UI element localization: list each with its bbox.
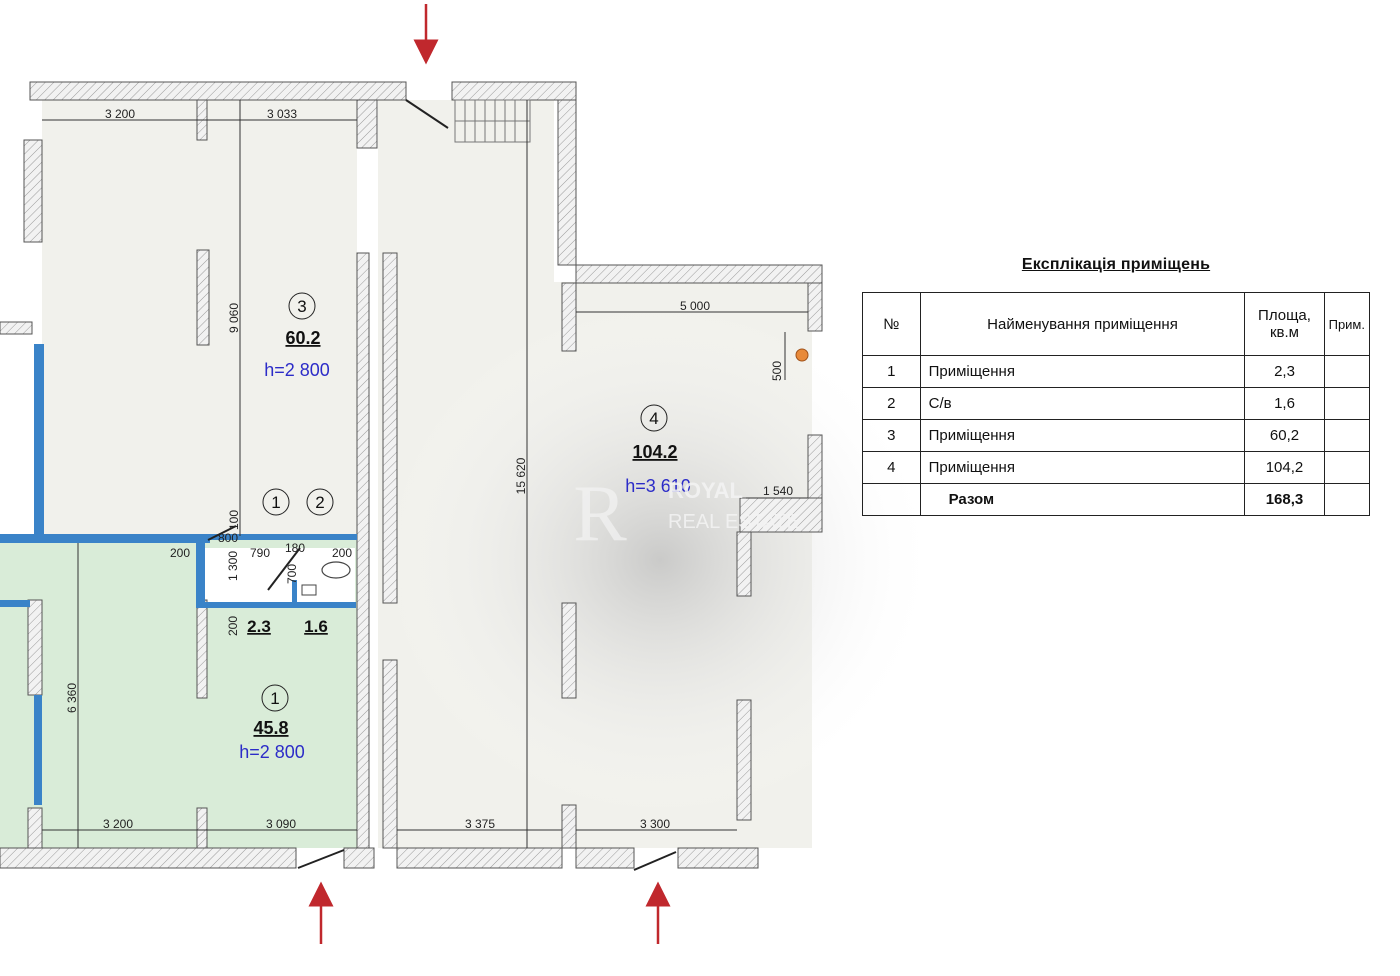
row-note — [1323, 387, 1371, 420]
dim-wc-b: 790 — [250, 546, 270, 560]
total-row: Разом 168,3 — [862, 483, 1371, 516]
entrance-arrows — [308, 4, 671, 944]
row-name: Приміщення — [919, 419, 1246, 452]
dim-wc-i: 100 — [227, 510, 241, 530]
center-shading — [380, 300, 940, 820]
room-4-marker — [640, 404, 668, 432]
explication-panel: Експлікація приміщень № Найменування при… — [862, 256, 1371, 516]
dim-room4-width: 5 000 — [680, 299, 710, 313]
header-name: Найменування приміщення — [919, 292, 1246, 356]
table-row: 4 Приміщення 104,2 — [862, 451, 1371, 484]
dim-bottom-mid: 3 090 — [266, 817, 296, 831]
watermark-line1: ROYAL — [668, 478, 743, 503]
table-row: 2 С/в 1,6 — [862, 387, 1371, 420]
walls — [0, 81, 823, 869]
row-area: 104,2 — [1244, 451, 1325, 484]
total-label: Разом — [919, 483, 1246, 516]
stairs — [454, 99, 531, 143]
dim-room3-vertical: 9 060 — [227, 303, 241, 333]
room-4-height: h=3 610 — [625, 476, 691, 496]
room-1-large-area: 45.8 — [253, 718, 288, 738]
dim-wc-a: 800 — [218, 531, 238, 545]
room-2-marker — [306, 488, 334, 516]
watermark-line2: REAL ESTATE — [668, 511, 800, 533]
dim-wc-c: 180 — [285, 541, 305, 555]
room-1-small-area: 2.3 — [247, 617, 271, 636]
row-area: 2,3 — [1244, 355, 1325, 388]
dim-bottom-left: 3 200 — [103, 817, 133, 831]
room-1-small-number: 1 — [271, 493, 280, 512]
row-no: 2 — [862, 387, 921, 420]
dim-wc-e: 1 300 — [226, 551, 240, 581]
room-4-area: 104.2 — [632, 442, 677, 462]
row-name: Приміщення — [919, 451, 1246, 484]
toilet-icon — [321, 561, 351, 579]
dim-wc-d: 200 — [332, 546, 352, 560]
room-1-large-height: h=2 800 — [239, 742, 305, 762]
dim-bottom-corr: 3 375 — [465, 817, 495, 831]
dim-wc-f: 700 — [285, 564, 299, 584]
row-no: 4 — [862, 451, 921, 484]
total-no — [862, 483, 921, 516]
row-note — [1323, 355, 1371, 388]
room-2-area: 1.6 — [304, 617, 328, 636]
row-no: 1 — [862, 355, 921, 388]
blue-partitions — [0, 344, 357, 805]
row-name: Приміщення — [919, 355, 1246, 388]
room-1-small-marker — [262, 488, 290, 516]
dim-top-mid: 3 033 — [267, 107, 297, 121]
dim-room1-vertical: 6 360 — [65, 683, 79, 713]
room-1-large-number: 1 — [270, 689, 279, 708]
sink-icon — [301, 584, 317, 596]
header-no: № — [862, 292, 921, 356]
explication-title: Експлікація приміщень — [1021, 256, 1211, 273]
dim-wc-h: 200 — [226, 616, 240, 636]
row-area: 1,6 — [1244, 387, 1325, 420]
total-note — [1323, 483, 1371, 516]
riser-icon — [795, 348, 809, 362]
row-note — [1323, 419, 1371, 452]
dimension-lines — [42, 100, 808, 848]
dim-room4-step: 1 540 — [763, 484, 793, 498]
dim-top-left: 3 200 — [105, 107, 135, 121]
doors — [207, 99, 677, 871]
row-note — [1323, 451, 1371, 484]
row-no: 3 — [862, 419, 921, 452]
explication-table: № Найменування приміщення Площа, кв.м Пр… — [862, 292, 1371, 516]
header-area: Площа, кв.м — [1244, 292, 1325, 356]
header-note: Прим. — [1323, 292, 1371, 356]
total-area: 168,3 — [1244, 483, 1325, 516]
row-name: С/в — [919, 387, 1246, 420]
room-4-number: 4 — [649, 409, 658, 428]
explication-header-row: № Найменування приміщення Площа, кв.м Пр… — [862, 292, 1371, 356]
room-2-number: 2 — [315, 493, 324, 512]
row-area: 60,2 — [1244, 419, 1325, 452]
dim-corridor-vertical: 15 620 — [514, 457, 528, 494]
dim-room4-niche: 500 — [770, 361, 784, 381]
room-3-height: h=2 800 — [264, 360, 330, 380]
table-row: 3 Приміщення 60,2 — [862, 419, 1371, 452]
table-row: 1 Приміщення 2,3 — [862, 355, 1371, 388]
dim-bottom-right: 3 300 — [640, 817, 670, 831]
dim-wc-g: 200 — [170, 546, 190, 560]
room-3-area: 60.2 — [285, 328, 320, 348]
room-1-large-marker — [261, 684, 289, 712]
watermark-logo: R — [573, 470, 627, 558]
room-3-marker — [288, 292, 316, 320]
room-3-number: 3 — [297, 297, 306, 316]
